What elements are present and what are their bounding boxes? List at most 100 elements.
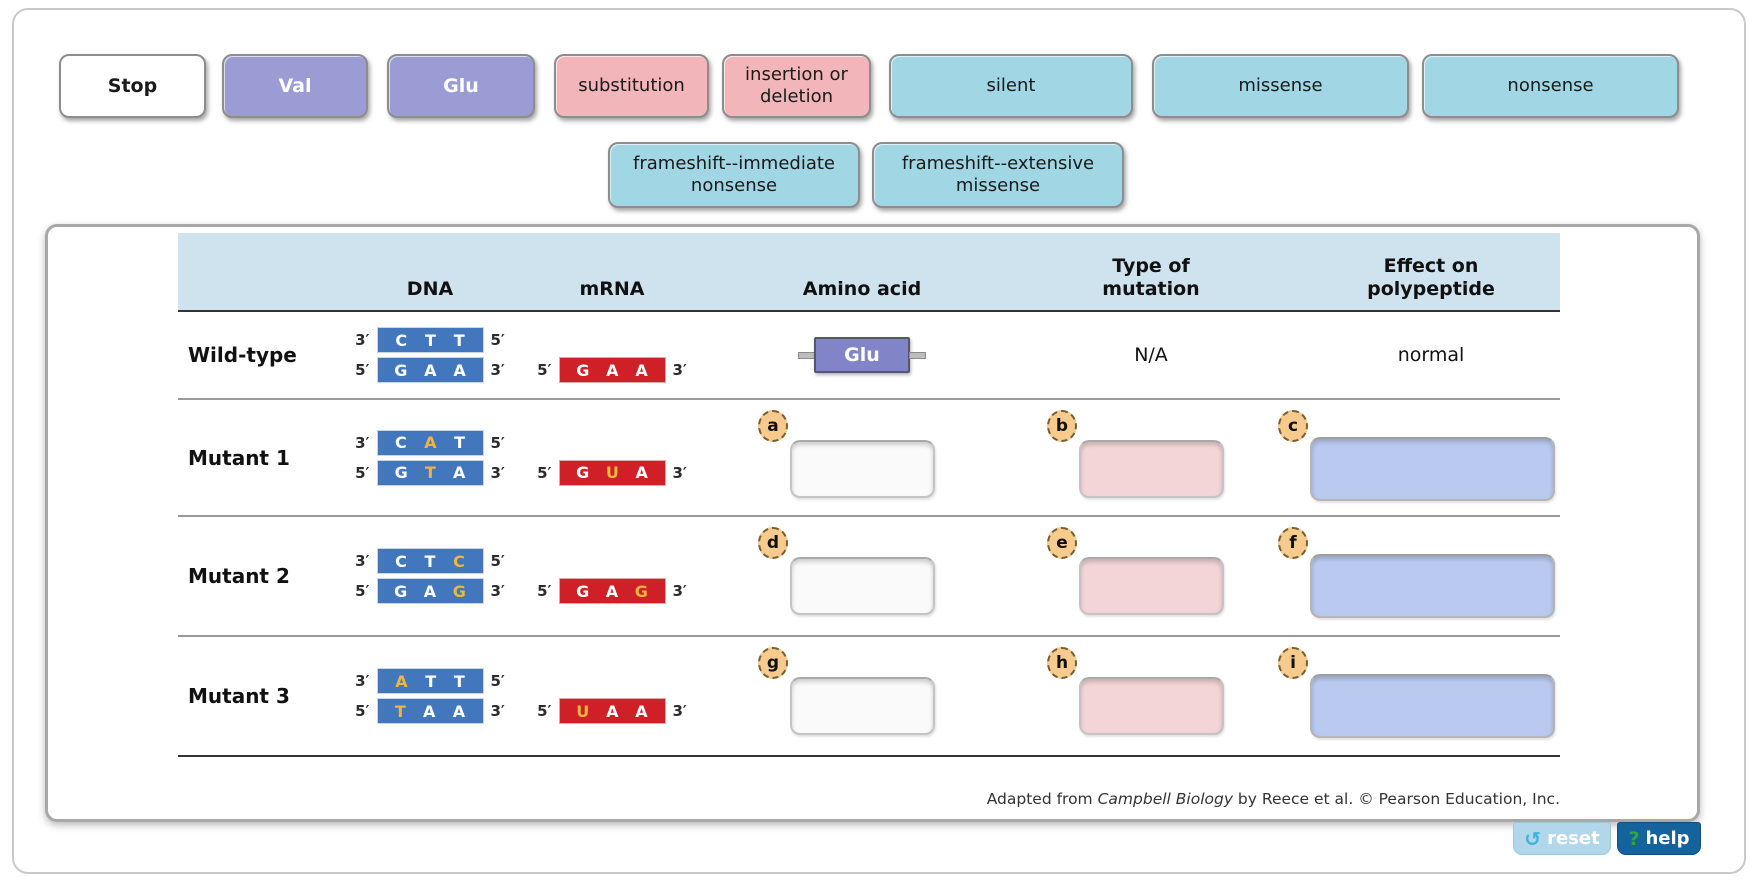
- prime-label: 5′: [355, 582, 370, 600]
- rna-base: A: [605, 581, 619, 601]
- chip-stop[interactable]: Stop: [59, 54, 206, 118]
- dropzone-b-type-of-mutation[interactable]: [1079, 440, 1224, 498]
- dropzone-d-amino-acid[interactable]: [790, 557, 935, 615]
- answer-badge-i: i: [1278, 647, 1308, 679]
- answer-badge-h: h: [1047, 647, 1077, 679]
- header-divider: [178, 310, 1560, 312]
- mrna-strand: 5′ G A G 3′: [522, 578, 702, 604]
- dna-base: A: [452, 463, 466, 482]
- dna-base: G: [394, 463, 408, 482]
- help-button[interactable]: ? help: [1617, 822, 1701, 855]
- peptide-connector-right: [909, 351, 926, 359]
- prime-label: 5′: [537, 463, 552, 482]
- dna-base: A: [423, 701, 436, 721]
- row-label: Mutant 2: [188, 564, 290, 588]
- dna-duplex: 3′ C T T 5′ 5′ G A A 3′: [340, 327, 520, 383]
- chip-glu[interactable]: Glu: [387, 54, 535, 118]
- dna-base: T: [454, 433, 466, 452]
- credit-line: Adapted from Campbell Biology by Reece e…: [178, 790, 1560, 808]
- mrna-strand: 5′ G U A 3′: [522, 459, 702, 486]
- dna-base-mutated: A: [424, 433, 437, 452]
- dna-base: G: [394, 581, 408, 601]
- dna-duplex: 3′ C T C 5′ 5′ G A G 3′: [340, 548, 520, 604]
- dna-strand-template: 3′ A T T 5′: [355, 668, 505, 694]
- col-header-effect-on-polypeptide: Effect on polypeptide: [1367, 254, 1495, 301]
- dna-strand-template: 3′ C A T 5′: [355, 429, 505, 456]
- chip-nonsense[interactable]: nonsense: [1422, 54, 1679, 118]
- prime-label: 3′: [672, 361, 687, 379]
- dna-base: C: [395, 551, 407, 571]
- help-question-icon: ?: [1628, 827, 1640, 850]
- prime-label: 5′: [490, 433, 505, 452]
- dropzone-c-effect-on-polypeptide[interactable]: [1310, 437, 1555, 501]
- rna-base: G: [576, 360, 590, 380]
- help-button-label: help: [1645, 828, 1690, 849]
- prime-label: 3′: [355, 672, 370, 690]
- chip-substitution[interactable]: substitution: [554, 54, 709, 118]
- prime-label: 3′: [672, 463, 687, 482]
- answer-badge-d: d: [758, 527, 788, 559]
- dropzone-a-amino-acid[interactable]: [790, 440, 935, 498]
- amino-acid-bead: Glu: [762, 337, 962, 373]
- table-row-mutant-3: Mutant 3 3′ A T T 5′ 5′ T A A: [178, 637, 1560, 755]
- mrna-sequence-box: G A A: [558, 357, 666, 383]
- chip-val[interactable]: Val: [222, 54, 368, 118]
- prime-label: 3′: [490, 702, 505, 720]
- credit-book-title: Campbell Biology: [1097, 790, 1233, 808]
- answer-badge-a: a: [758, 410, 788, 442]
- table-row-wild-type: Wild-type 3′ C T T 5′ 5′ G A A: [178, 312, 1560, 398]
- dna-duplex: 3′ C A T 5′ 5′ G T A 3′: [340, 429, 520, 486]
- prime-label: 5′: [537, 582, 552, 600]
- dropzone-e-type-of-mutation[interactable]: [1079, 557, 1224, 615]
- prime-label: 3′: [355, 552, 370, 570]
- dna-base: T: [424, 330, 436, 350]
- table-row-mutant-2: Mutant 2 3′ C T C 5′ 5′ G A G: [178, 517, 1560, 635]
- dna-base-mutated: C: [453, 551, 465, 571]
- dropzone-h-type-of-mutation[interactable]: [1079, 677, 1224, 735]
- dropzone-g-amino-acid[interactable]: [790, 677, 935, 735]
- mrna-sequence-box: G A G: [558, 578, 666, 604]
- dna-duplex: 3′ A T T 5′ 5′ T A A 3′: [340, 668, 520, 724]
- chip-frameshift-extensive-missense[interactable]: frameshift--extensive missense: [872, 142, 1124, 208]
- prime-label: 5′: [490, 331, 505, 349]
- dropzone-i-effect-on-polypeptide[interactable]: [1310, 674, 1555, 738]
- dna-base: A: [452, 701, 466, 721]
- answer-badge-e: e: [1047, 527, 1077, 559]
- dropzone-f-effect-on-polypeptide[interactable]: [1310, 554, 1555, 618]
- peptide-connector-left: [798, 351, 815, 359]
- dna-strand-coding: 5′ T A A 3′: [355, 698, 505, 724]
- col-header-mrna: mRNA: [579, 278, 645, 301]
- prime-label: 5′: [355, 463, 370, 482]
- reset-button-label: reset: [1547, 828, 1600, 849]
- chip-missense[interactable]: missense: [1152, 54, 1409, 118]
- dna-sequence-box: G A A: [376, 357, 484, 383]
- table-bottom-line: [178, 755, 1560, 757]
- chip-frameshift-immediate-nonsense[interactable]: frameshift--immediate nonsense: [608, 142, 860, 208]
- dna-base: C: [394, 433, 407, 452]
- rna-base: G: [576, 581, 590, 601]
- rna-base: A: [606, 701, 619, 721]
- effect-on-polypeptide-value: normal: [1397, 344, 1465, 366]
- prime-label: 3′: [672, 582, 687, 600]
- dna-sequence-box: C A T: [376, 429, 484, 456]
- col-header-dna: DNA: [406, 278, 454, 301]
- row-label: Wild-type: [188, 343, 297, 367]
- dna-base: G: [394, 360, 408, 380]
- rna-base: A: [606, 360, 619, 380]
- dna-strand-coding: 5′ G T A 3′: [355, 459, 505, 486]
- row-label: Mutant 3: [188, 684, 290, 708]
- rna-base-mutated: U: [576, 701, 590, 721]
- col-header-type-of-mutation: Type of mutation: [1102, 254, 1200, 301]
- chip-insertion-or-deletion[interactable]: insertion or deletion: [722, 54, 871, 118]
- credit-text: by Reece et al. © Pearson Education, Inc…: [1233, 790, 1560, 808]
- prime-label: 5′: [537, 361, 552, 379]
- mrna-sequence-box: U A A: [558, 698, 666, 724]
- dna-base: T: [453, 671, 465, 691]
- prime-label: 5′: [355, 361, 370, 379]
- reset-button[interactable]: ↺ reset: [1513, 822, 1611, 855]
- dna-sequence-box: C T T: [376, 327, 484, 353]
- table-header-band: DNA mRNA Amino acid Type of mutation Eff…: [178, 233, 1560, 310]
- dna-strand-coding: 5′ G A G 3′: [355, 578, 505, 604]
- chip-silent[interactable]: silent: [889, 54, 1133, 118]
- row-divider: [178, 398, 1560, 400]
